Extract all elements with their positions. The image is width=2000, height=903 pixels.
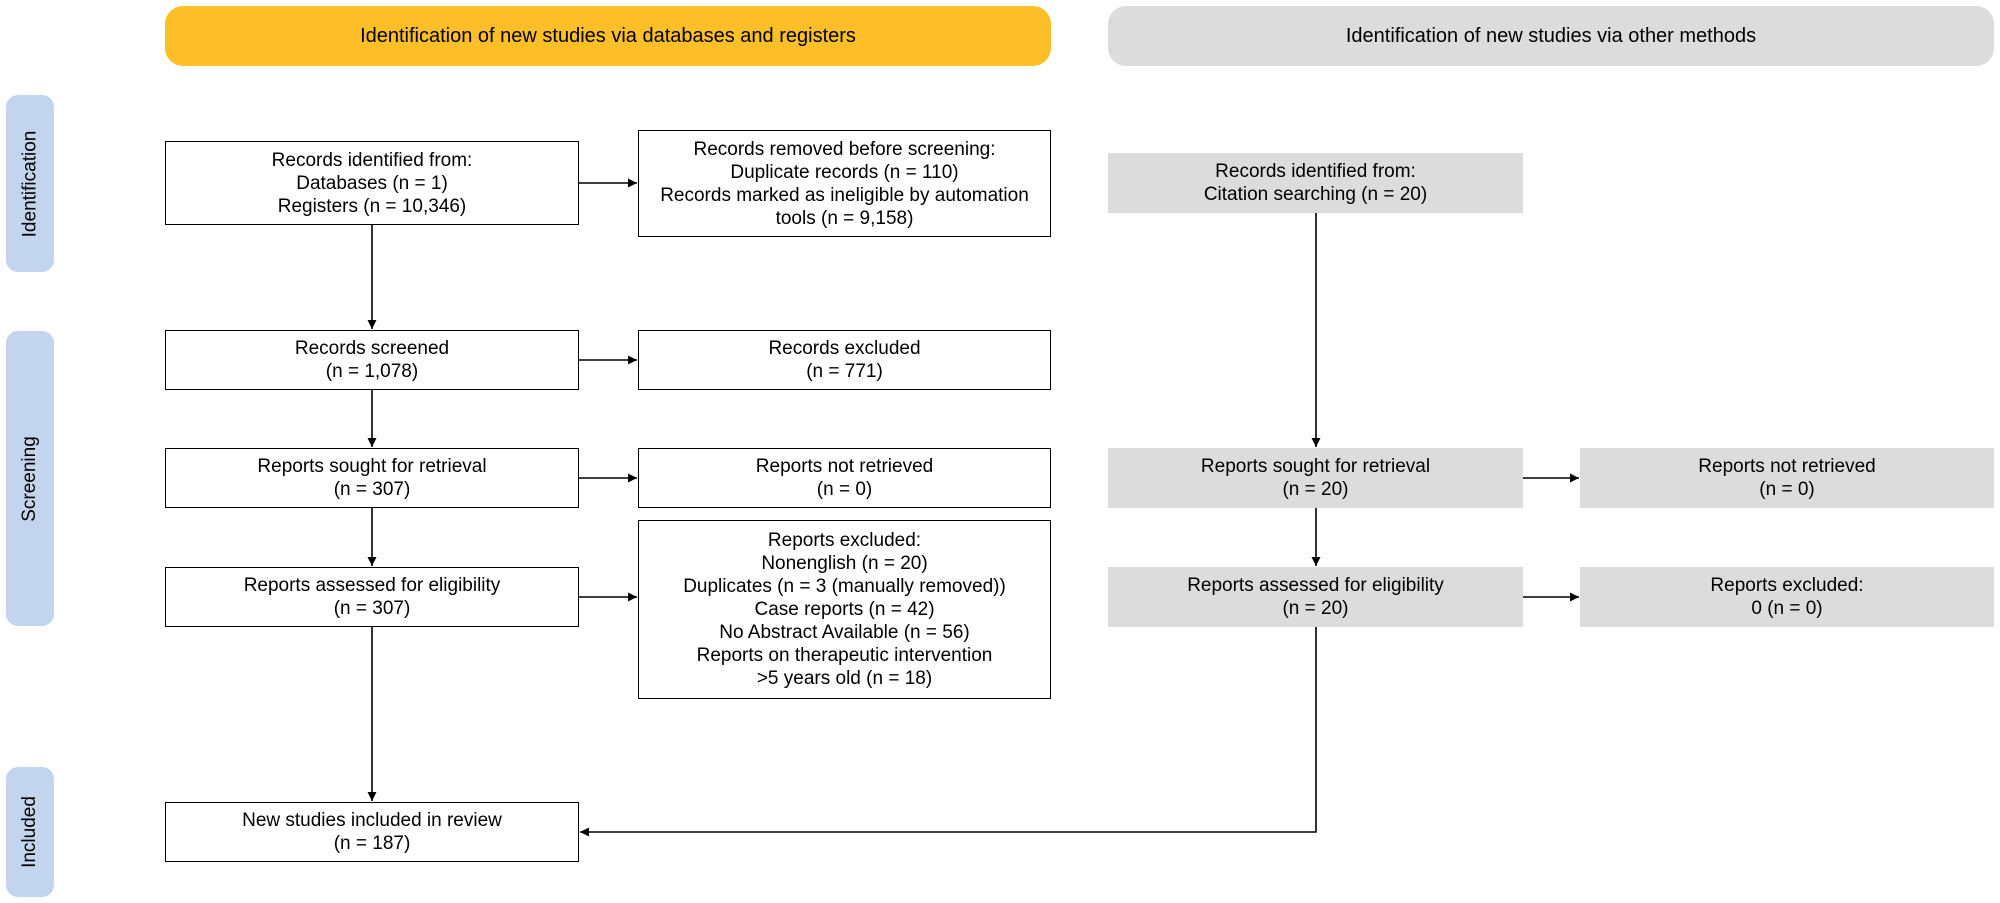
- box-line: (n = 307): [333, 598, 411, 619]
- databases-header: Identification of new studies via databa…: [165, 6, 1051, 66]
- box-line: Registers (n = 10,346): [277, 195, 467, 217]
- box-line: Reports excluded:: [767, 530, 922, 551]
- box-line: (n = 307): [333, 479, 411, 500]
- box-line: (n = 771): [806, 361, 883, 382]
- box-line: Reports not retrieved: [755, 456, 934, 477]
- new-studies-included-box: New studies included in review (n = 187): [165, 802, 579, 862]
- box-line: Citation searching (n = 20): [1203, 184, 1428, 205]
- db-reports-assessed-box: Reports assessed for eligibility (n = 30…: [165, 567, 579, 627]
- other-records-identified-box: Records identified from: Citation search…: [1108, 153, 1523, 213]
- box-line: Reports sought for retrieval: [257, 456, 487, 477]
- box-line: Duplicates (n = 3 (manually removed)): [683, 576, 1006, 597]
- box-line: (n = 1,078): [325, 361, 419, 382]
- box-line: Reports excluded:: [1710, 575, 1864, 596]
- db-records-removed-box: Records removed before screening: Duplic…: [638, 130, 1051, 237]
- box-line: New studies included in review: [242, 810, 502, 831]
- box-line: Nonenglish (n = 20): [761, 553, 928, 574]
- box-line: Reports assessed for eligibility: [243, 575, 501, 596]
- other-methods-header-text: Identification of new studies via other …: [1345, 24, 1757, 47]
- box-line: Reports assessed for eligibility: [1187, 575, 1444, 596]
- databases-header-text: Identification of new studies via databa…: [360, 24, 856, 47]
- box-line: Duplicate records (n = 110): [730, 161, 959, 183]
- db-reports-excluded-box: Reports excluded: Nonenglish (n = 20) Du…: [638, 520, 1051, 699]
- box-line: Records removed before screening:: [693, 138, 996, 160]
- box-line: No Abstract Available (n = 56): [719, 622, 970, 643]
- box-line: Case reports (n = 42): [754, 599, 935, 620]
- box-line: Records identified from:: [1215, 161, 1416, 182]
- box-line: Records marked as ineligible by automati…: [660, 184, 1029, 206]
- arrow-other-assessed-to-included: [580, 627, 1317, 837]
- db-records-screened-box: Records screened (n = 1,078): [165, 330, 579, 390]
- box-line: Records identified from:: [271, 149, 473, 171]
- other-reports-sought-box: Reports sought for retrieval (n = 20): [1108, 448, 1523, 508]
- box-line: >5 years old (n = 18): [756, 668, 933, 689]
- phase-identification: Identification: [6, 95, 54, 272]
- box-line: (n = 20): [1282, 479, 1349, 500]
- phase-included: Included: [6, 767, 54, 897]
- box-line: 0 (n = 0): [1751, 598, 1823, 619]
- db-reports-not-retrieved-box: Reports not retrieved (n = 0): [638, 448, 1051, 508]
- box-line: Records screened: [294, 338, 450, 359]
- other-reports-not-retrieved-box: Reports not retrieved (n = 0): [1580, 448, 1994, 508]
- db-records-excluded-box: Records excluded (n = 771): [638, 330, 1051, 390]
- db-records-identified-box: Records identified from: Databases (n = …: [165, 141, 579, 225]
- other-reports-assessed-box: Reports assessed for eligibility (n = 20…: [1108, 567, 1523, 627]
- box-line: tools (n = 9,158): [775, 207, 914, 229]
- box-line: Reports on therapeutic intervention: [696, 645, 993, 666]
- box-line: Databases (n = 1): [296, 172, 448, 194]
- box-line: (n = 187): [333, 833, 411, 854]
- box-line: Reports sought for retrieval: [1200, 456, 1431, 477]
- db-reports-sought-box: Reports sought for retrieval (n = 307): [165, 448, 579, 508]
- other-reports-excluded-box: Reports excluded: 0 (n = 0): [1580, 567, 1994, 627]
- box-line: Reports not retrieved: [1698, 456, 1876, 477]
- box-line: Records excluded: [768, 338, 921, 359]
- box-line: (n = 0): [816, 479, 873, 500]
- phase-screening: Screening: [6, 331, 54, 626]
- other-methods-header: Identification of new studies via other …: [1108, 6, 1994, 66]
- box-line: (n = 20): [1282, 598, 1349, 619]
- box-line: (n = 0): [1759, 479, 1815, 500]
